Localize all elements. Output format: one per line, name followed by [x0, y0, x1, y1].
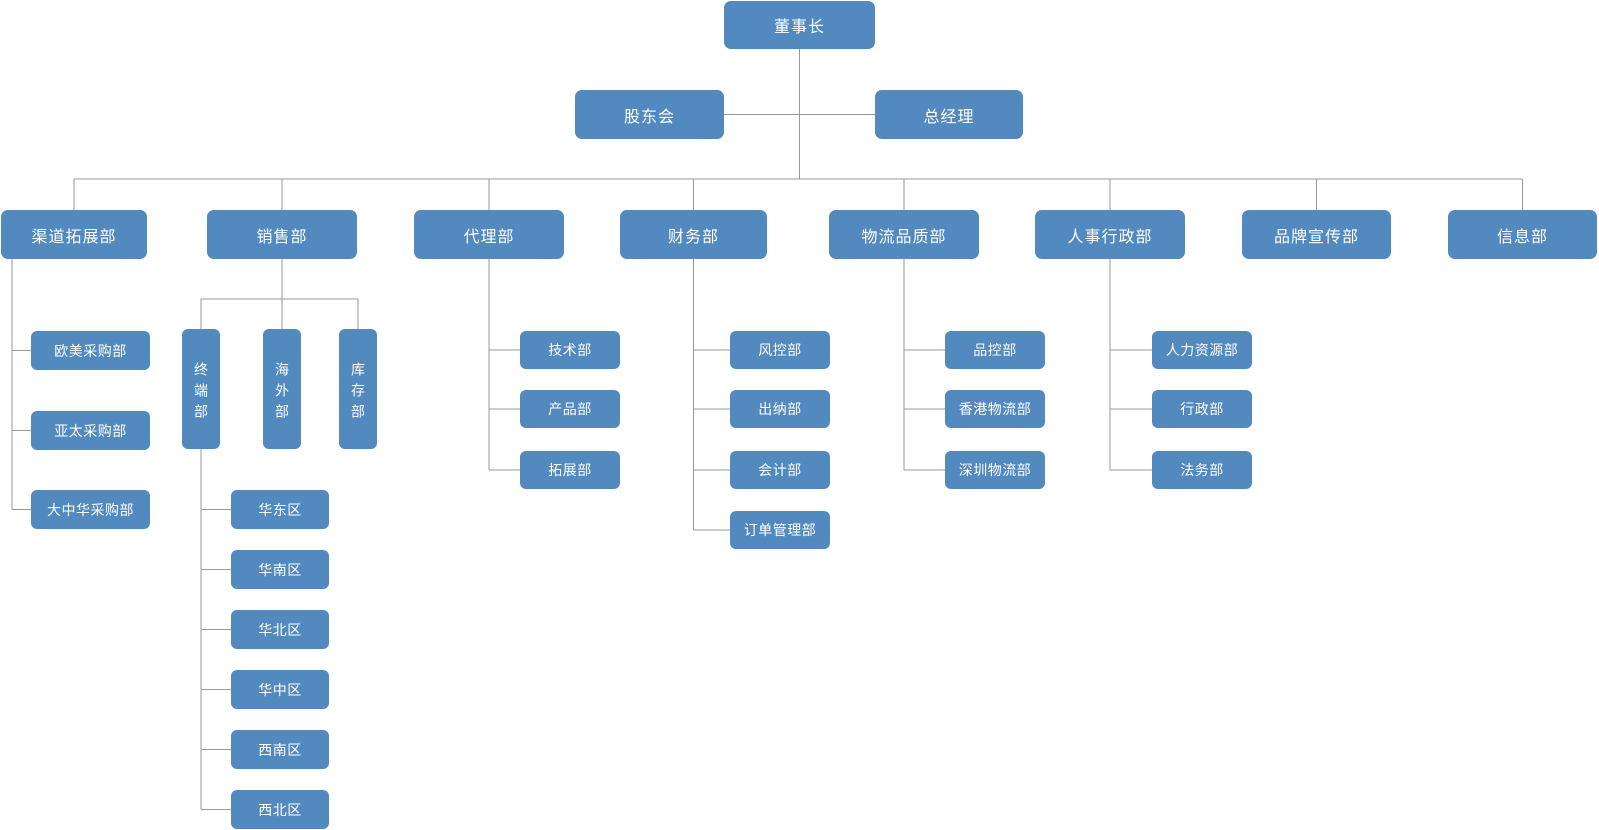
node-brand-promotion-dept[interactable]: 品牌宣传部	[1242, 210, 1391, 259]
node-hr-admin-dept[interactable]: 人事行政部	[1035, 210, 1185, 259]
node-terminal-dept[interactable]: 终端部	[182, 329, 220, 449]
node-cashier-dept[interactable]: 出纳部	[730, 390, 830, 428]
node-hongkong-logistics-dept[interactable]: 香港物流部	[945, 390, 1045, 428]
node-overseas-dept[interactable]: 海外部	[263, 329, 301, 449]
node-expansion-dept[interactable]: 拓展部	[520, 451, 620, 489]
node-inventory-dept[interactable]: 库存部	[339, 329, 377, 449]
node-shenzhen-logistics-dept[interactable]: 深圳物流部	[945, 451, 1045, 489]
node-information-dept[interactable]: 信息部	[1448, 210, 1597, 259]
node-asia-pacific-procurement-dept[interactable]: 亚太采购部	[31, 411, 150, 450]
node-legal-dept[interactable]: 法务部	[1152, 451, 1252, 489]
node-south-china-region[interactable]: 华南区	[231, 550, 329, 589]
node-east-china-region[interactable]: 华东区	[231, 490, 329, 529]
node-southwest-region[interactable]: 西南区	[231, 730, 329, 769]
node-shareholders-meeting[interactable]: 股东会	[575, 90, 724, 139]
node-north-china-region[interactable]: 华北区	[231, 610, 329, 649]
node-general-manager[interactable]: 总经理	[875, 90, 1023, 139]
node-product-dept[interactable]: 产品部	[520, 390, 620, 428]
node-channel-development-dept[interactable]: 渠道拓展部	[1, 210, 147, 259]
node-order-management-dept[interactable]: 订单管理部	[730, 511, 830, 549]
node-finance-dept[interactable]: 财务部	[620, 210, 767, 259]
node-administration-dept[interactable]: 行政部	[1152, 390, 1252, 428]
node-risk-control-dept[interactable]: 风控部	[730, 331, 830, 369]
node-accounting-dept[interactable]: 会计部	[730, 451, 830, 489]
node-chairman[interactable]: 董事长	[724, 1, 875, 49]
node-northwest-region[interactable]: 西北区	[231, 790, 329, 829]
node-agency-dept[interactable]: 代理部	[414, 210, 564, 259]
node-human-resources-dept[interactable]: 人力资源部	[1152, 331, 1252, 369]
node-central-china-region[interactable]: 华中区	[231, 670, 329, 709]
node-sales-dept[interactable]: 销售部	[207, 210, 357, 259]
node-greater-china-procurement-dept[interactable]: 大中华采购部	[31, 490, 150, 529]
node-quality-control-dept[interactable]: 品控部	[945, 331, 1045, 369]
node-logistics-quality-dept[interactable]: 物流品质部	[829, 210, 979, 259]
node-europe-america-procurement-dept[interactable]: 欧美采购部	[31, 331, 150, 370]
node-technology-dept[interactable]: 技术部	[520, 331, 620, 369]
